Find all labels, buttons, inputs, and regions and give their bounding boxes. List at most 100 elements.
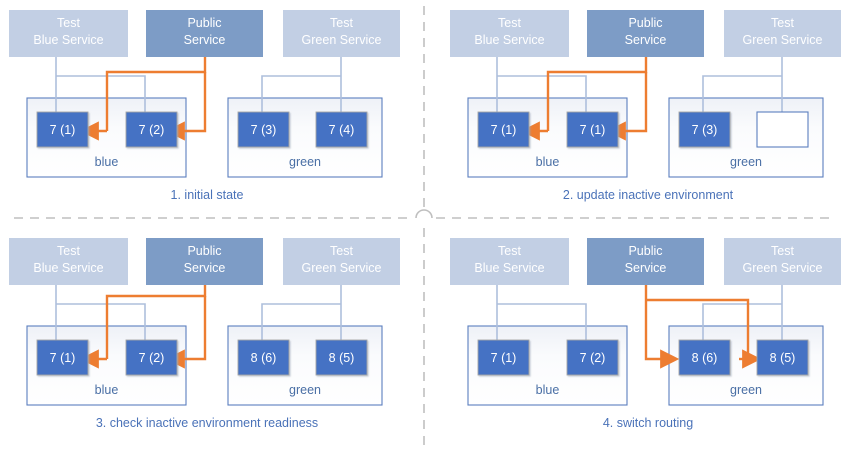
panel-3-green-pod-2[interactable]: 8 (5) <box>315 339 368 376</box>
pod-box <box>566 111 619 148</box>
arrow-test-blue-to-pod2 <box>497 75 593 125</box>
env-label-blue: blue <box>95 383 119 397</box>
service-label-line2: Blue Service <box>474 33 544 47</box>
service-box <box>724 238 841 285</box>
panel-4-service-public[interactable]: Public Service <box>587 238 704 285</box>
panel-3: Test Blue Service Public Service Test Gr… <box>9 238 400 430</box>
pod-box <box>566 339 619 376</box>
service-label-line2: Blue Service <box>33 261 103 275</box>
env-label-blue: blue <box>536 383 560 397</box>
pod-box <box>678 111 731 148</box>
arrow-test-green-to-pod1 <box>696 303 782 353</box>
arrow-test-green-to-pod1 <box>696 75 782 125</box>
pod-label: 7 (1) <box>491 351 517 365</box>
service-label-line2: Service <box>184 261 226 275</box>
panel-3-public-routes <box>79 285 207 369</box>
orange-trunk-to-pod1 <box>105 285 207 359</box>
panel-3-blue-pod-2[interactable]: 7 (2) <box>125 339 178 376</box>
pod-label: 7 (3) <box>251 123 277 137</box>
orange-trunk-to-pod1 <box>105 57 207 131</box>
pod-label: 7 (1) <box>491 123 517 137</box>
panel-4-public-routes <box>644 285 762 369</box>
panel-3-green-pod-1[interactable]: 8 (6) <box>237 339 290 376</box>
panel-2-service-test-green[interactable]: Test Green Service <box>724 10 841 57</box>
panel-1-service-public[interactable]: Public Service <box>146 10 263 57</box>
panel-3-blue-pod-1[interactable]: 7 (1) <box>36 339 89 376</box>
orange-arrow-into-pod2 <box>606 72 648 141</box>
pod-label: 7 (4) <box>329 123 355 137</box>
panel-4-green-pod-1[interactable]: 8 (6) <box>678 339 731 376</box>
panel-2-green-pod-1[interactable]: 7 (3) <box>678 111 731 148</box>
service-label-line1: Test <box>771 16 794 30</box>
panel-3-service-test-blue[interactable]: Test Blue Service <box>9 238 128 285</box>
pod-label: 8 (6) <box>692 351 718 365</box>
pod-label: 7 (3) <box>692 123 718 137</box>
service-label-line1: Test <box>57 244 80 258</box>
pod-box <box>36 339 89 376</box>
panel-1-green-pod-2[interactable]: 7 (4) <box>315 111 368 148</box>
pod-box <box>36 111 89 148</box>
panel-4-blue-pod-1[interactable]: 7 (1) <box>477 339 530 376</box>
panel-4-service-test-blue[interactable]: Test Blue Service <box>450 238 569 285</box>
panel-3-service-test-green[interactable]: Test Green Service <box>283 238 400 285</box>
pod-box <box>315 339 368 376</box>
panel-4-service-test-green[interactable]: Test Green Service <box>724 238 841 285</box>
service-label-line1: Public <box>628 16 662 30</box>
pod-box <box>756 339 809 376</box>
pod-box <box>125 111 178 148</box>
env-label-blue: blue <box>95 155 119 169</box>
pod-label: 8 (5) <box>770 123 796 137</box>
service-label-line1: Test <box>771 244 794 258</box>
panel-3-service-public[interactable]: Public Service <box>146 238 263 285</box>
panel-3-caption: 3. check inactive environment readiness <box>96 416 318 430</box>
arrow-test-blue-to-pod2 <box>56 303 152 353</box>
pod-box <box>237 111 290 148</box>
service-box <box>587 10 704 57</box>
pod-label: 8 (6) <box>251 351 277 365</box>
panel-3-test-blue-routes <box>49 285 152 353</box>
arrow-test-blue-to-pod2 <box>497 303 593 353</box>
pod-label: 7 (1) <box>580 123 606 137</box>
panel-2-service-test-blue[interactable]: Test Blue Service <box>450 10 569 57</box>
arrow-test-green-to-pod1 <box>255 303 341 353</box>
service-box <box>283 238 400 285</box>
panel-1-test-green-routes <box>255 57 348 125</box>
pod-box <box>477 339 530 376</box>
pod-label: 8 (5) <box>770 351 796 365</box>
orange-arrow-into-pod2 <box>165 72 207 141</box>
arrow-test-blue-to-pod2 <box>56 75 152 125</box>
service-box <box>9 10 128 57</box>
service-label-line1: Test <box>330 16 353 30</box>
service-label-line2: Green Service <box>302 261 382 275</box>
panel-1-blue-pod-2[interactable]: 7 (2) <box>125 111 178 148</box>
panel-1-service-test-green[interactable]: Test Green Service <box>283 10 400 57</box>
panel-2-green-pod-2[interactable]: 8 (5) <box>756 111 809 148</box>
panel-1-public-routes <box>79 57 207 141</box>
service-box <box>9 238 128 285</box>
pod-label: 7 (1) <box>50 351 76 365</box>
pod-label: 7 (2) <box>139 351 165 365</box>
service-box <box>146 238 263 285</box>
pod-label: 7 (1) <box>50 123 76 137</box>
panel-2-service-public[interactable]: Public Service <box>587 10 704 57</box>
env-label-blue: blue <box>536 155 560 169</box>
panel-2-test-green-routes <box>696 57 789 125</box>
panel-2-blue-pod-1[interactable]: 7 (1) <box>477 111 530 148</box>
pod-box <box>477 111 530 148</box>
panel-4-green-pod-2[interactable]: 8 (5) <box>756 339 809 376</box>
panel-1-service-test-blue[interactable]: Test Blue Service <box>9 10 128 57</box>
panel-1-test-blue-routes <box>49 57 152 125</box>
panel-2-blue-pod-2[interactable]: 7 (1) <box>566 111 619 148</box>
service-label-line1: Public <box>187 16 221 30</box>
pod-box <box>678 339 731 376</box>
panel-2-caption: 2. update inactive environment <box>563 188 734 202</box>
panel-4-caption: 4. switch routing <box>603 416 693 430</box>
service-label-line2: Blue Service <box>33 33 103 47</box>
panel-4-blue-pod-2[interactable]: 7 (2) <box>566 339 619 376</box>
panel-1-blue-pod-1[interactable]: 7 (1) <box>36 111 89 148</box>
panel-2-public-routes <box>520 57 648 141</box>
service-label-line2: Service <box>625 33 667 47</box>
orange-arrow-into-pod2 <box>165 296 207 369</box>
panel-1-green-pod-1[interactable]: 7 (3) <box>237 111 290 148</box>
